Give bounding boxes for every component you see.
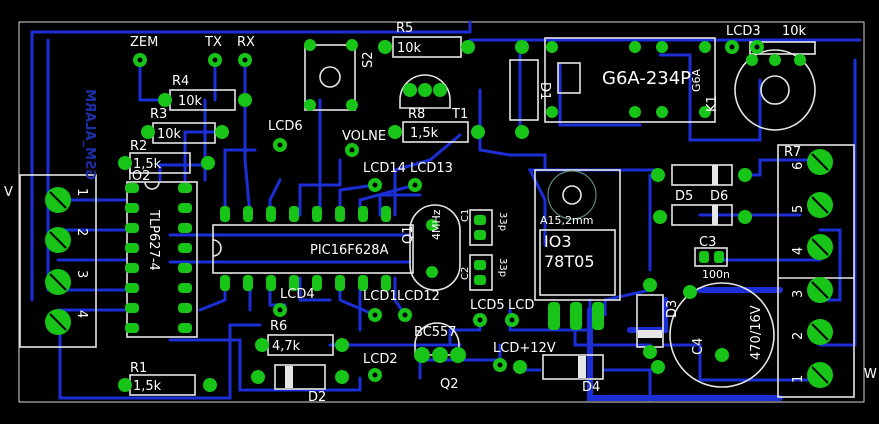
io3-hole-size: A15,2mm (540, 214, 593, 227)
right-terminal-block (777, 144, 855, 398)
label-lcd5: LCD5 (470, 298, 505, 313)
label-lcd13: LCD13 (410, 161, 453, 176)
edge-label-left: V (4, 185, 13, 200)
right-pin-4: 4 (791, 247, 806, 255)
label-s2: S2 (361, 51, 376, 68)
value-r6: 4,7k (272, 339, 301, 354)
mirrored-board-title: GSM_ALARM (82, 89, 97, 180)
value-r3: 10k (157, 127, 182, 142)
label-lcd4: LCD4 (280, 287, 315, 302)
value-c2: 33p (497, 258, 508, 277)
label-q1: Q1 (401, 225, 416, 244)
board-outline (18, 21, 865, 403)
right-pin-2: 2 (791, 332, 806, 340)
label-r7: R7 (784, 145, 801, 160)
label-r5: R5 (396, 21, 413, 36)
relay-part: G6A-234P (602, 68, 691, 89)
label-r8: R8 (408, 107, 425, 122)
left-pin-4: 4 (74, 310, 89, 318)
value-r1: 1,5k (133, 379, 162, 394)
label-r2: R2 (130, 139, 147, 154)
pot-value: 10k (782, 24, 807, 39)
label-r3: R3 (150, 107, 167, 122)
label-rx: RX (237, 35, 255, 50)
value-c3: 100n (702, 268, 730, 281)
label-c2: C2 (460, 267, 471, 280)
label-d4: D4 (582, 380, 600, 395)
crystal-freq: 4MHz (430, 209, 443, 240)
label-lcd6: LCD6 (268, 119, 303, 134)
value-c1: 33p (497, 212, 508, 231)
right-pin-6: 6 (791, 162, 806, 170)
label-r1: R1 (130, 361, 147, 376)
label-d2: D2 (308, 390, 326, 405)
left-pin-3: 3 (74, 270, 89, 278)
value-r8: 1,5k (410, 126, 439, 141)
label-lcd14: LCD14 (363, 161, 406, 176)
label-q2: Q2 (440, 377, 459, 392)
right-pin-3: 3 (791, 290, 806, 298)
silkscreen-labels: V W 1 2 3 4 6 5 4 3 2 1 ZEM TX RX R4 10k… (4, 21, 877, 405)
relay-small: G6A (690, 68, 703, 92)
left-pin-1: 1 (74, 188, 89, 196)
label-lcd3: LCD3 (726, 24, 761, 39)
label-d1: D1 (537, 82, 552, 100)
value-r4: 10k (178, 94, 203, 109)
label-zem: ZEM (130, 35, 158, 50)
label-io2: IO2 (128, 169, 150, 184)
label-lcd2: LCD2 (363, 352, 398, 367)
label-r4: R4 (172, 74, 189, 89)
right-pin-1: 1 (791, 375, 806, 383)
right-pin-5: 5 (791, 205, 806, 213)
label-volne: VOLNE (342, 129, 386, 144)
pic-outline (212, 224, 414, 274)
value-c4: 470/16V (749, 305, 764, 360)
label-d3: D3 (665, 300, 680, 318)
label-lcd1: LCD1 (363, 289, 398, 304)
part-io3: 78T05 (544, 252, 595, 271)
value-r5: 10k (397, 41, 422, 56)
label-d6: D6 (710, 189, 728, 204)
label-k1: K1 (705, 95, 720, 112)
label-io1: PIC16F628A (310, 243, 389, 258)
label-bc557: BC557 (414, 325, 457, 340)
label-r6: R6 (270, 319, 287, 334)
label-t1: T1 (451, 107, 468, 122)
part-io2: TLP627-4 (146, 209, 161, 271)
label-lcd: LCD (508, 298, 534, 313)
label-lcd12v: LCD+12V (493, 341, 556, 356)
left-pin-2: 2 (74, 228, 89, 236)
label-c4: C4 (691, 338, 706, 355)
regulator-outline (534, 169, 621, 301)
component-pads (45, 39, 833, 392)
label-io3: IO3 (544, 232, 572, 251)
label-tx: TX (204, 35, 222, 50)
label-d5: D5 (675, 189, 693, 204)
left-terminal-block (19, 174, 97, 348)
label-lcd12: LCD12 (397, 289, 440, 304)
value-r2: 1,5k (133, 157, 162, 172)
relay-outline (544, 37, 716, 123)
label-c3: C3 (699, 235, 716, 250)
edge-label-right: W (864, 367, 877, 382)
mirrored-title-group: GSM_ALARM (82, 89, 97, 180)
label-c1: C1 (460, 209, 471, 222)
c4-outline (669, 282, 775, 388)
io2-outline (126, 181, 198, 338)
